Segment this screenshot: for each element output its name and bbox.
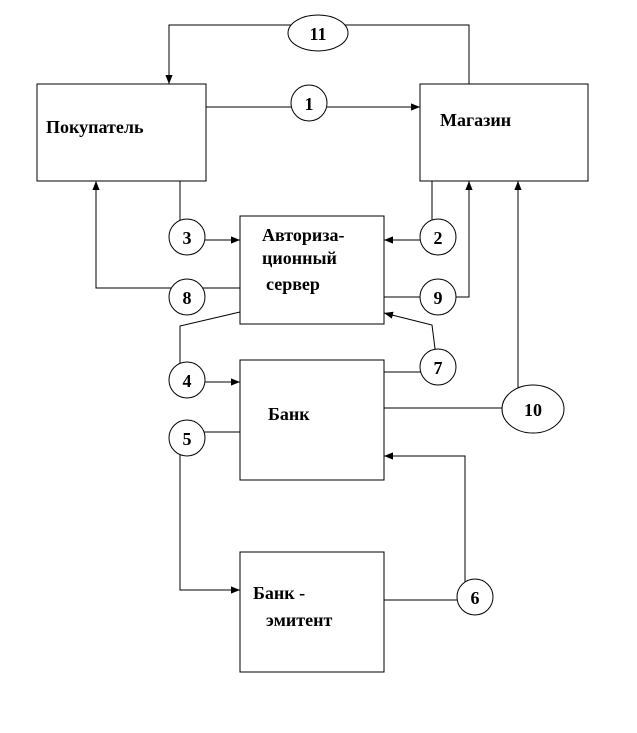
auth-server-label-line-3: сервер bbox=[266, 274, 320, 294]
step-marker-1: 1 bbox=[290, 84, 328, 122]
step-3-label: 3 bbox=[183, 228, 192, 248]
step-1-label: 1 bbox=[305, 94, 314, 114]
flow-8-line bbox=[92, 181, 240, 289]
step-9-label: 9 bbox=[434, 288, 443, 308]
step-marker-7: 7 bbox=[419, 348, 457, 386]
bank-label: Банк bbox=[268, 404, 310, 424]
step-marker-3: 3 bbox=[168, 218, 206, 256]
step-marker-4: 4 bbox=[168, 361, 206, 399]
step-11-label: 11 bbox=[309, 24, 326, 44]
step-5-label: 5 bbox=[183, 429, 192, 449]
step-marker-2: 2 bbox=[419, 218, 457, 256]
issuer-bank-label-line-2: эмитент bbox=[266, 610, 332, 630]
issuer-bank-label-line-1: Банк - bbox=[253, 583, 305, 603]
flow-4-line bbox=[179, 311, 241, 386]
step-marker-11: 11 bbox=[287, 14, 349, 52]
issuer-bank-node: Банк - эмитент bbox=[239, 551, 385, 673]
flow-5-line bbox=[179, 431, 240, 594]
step-8-label: 8 bbox=[183, 288, 192, 308]
flow-6-line bbox=[384, 452, 466, 601]
shop-label: Магазин bbox=[440, 110, 511, 130]
step-marker-10: 10 bbox=[501, 384, 565, 434]
bank-node: Банк bbox=[239, 359, 385, 481]
step-2-label: 2 bbox=[434, 228, 443, 248]
buyer-node: Покупатель bbox=[36, 83, 207, 182]
auth-server-label-line-1: Авториза- bbox=[262, 225, 345, 245]
auth-server-label-line-2: ционный bbox=[262, 248, 337, 268]
step-markers: 11 1 3 2 8 9 4 7 bbox=[168, 14, 565, 616]
shop-node: Магазин bbox=[419, 83, 589, 182]
step-7-label: 7 bbox=[434, 358, 443, 378]
buyer-label: Покупатель bbox=[46, 117, 144, 137]
step-10-label: 10 bbox=[524, 400, 542, 420]
flow-9-line bbox=[384, 181, 473, 298]
step-marker-5: 5 bbox=[168, 419, 206, 457]
flow-7-line bbox=[383, 311, 439, 373]
auth-server-node: Авториза- ционный сервер bbox=[239, 215, 385, 325]
step-marker-9: 9 bbox=[419, 278, 457, 316]
step-6-label: 6 bbox=[471, 588, 480, 608]
step-marker-6: 6 bbox=[456, 578, 494, 616]
step-4-label: 4 bbox=[183, 371, 192, 391]
step-marker-8: 8 bbox=[168, 278, 206, 316]
